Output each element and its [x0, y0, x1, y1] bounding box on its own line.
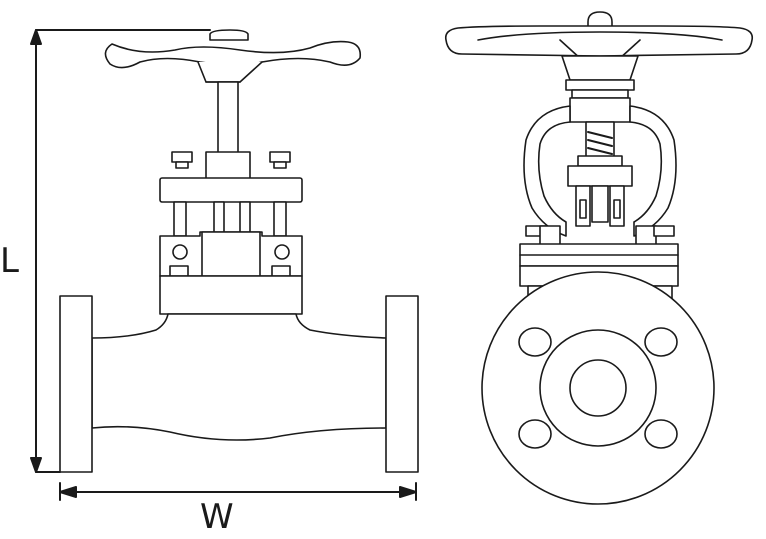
dimension-label-width: W: [200, 497, 234, 537]
front-body-flange: [160, 276, 302, 314]
front-bonnet: [160, 232, 302, 276]
end-handwheel: [446, 12, 753, 80]
front-handwheel: [105, 30, 360, 82]
front-body: [60, 296, 418, 472]
end-gland: [568, 156, 632, 226]
dimension-line-w: [60, 483, 416, 500]
end-bonnet-bolts: [526, 226, 674, 246]
end-spring: [588, 132, 612, 154]
front-stem: [206, 82, 250, 180]
end-stem-nut: [566, 80, 634, 122]
front-view: [31, 30, 418, 500]
dimension-line-l: [31, 30, 210, 472]
front-gland-flange: [160, 178, 302, 202]
front-tie-rods: [174, 202, 286, 236]
end-flange: [482, 272, 714, 504]
front-upper-bolts: [172, 152, 290, 168]
dimension-label-length: L: [0, 241, 19, 281]
end-view: [446, 12, 753, 504]
